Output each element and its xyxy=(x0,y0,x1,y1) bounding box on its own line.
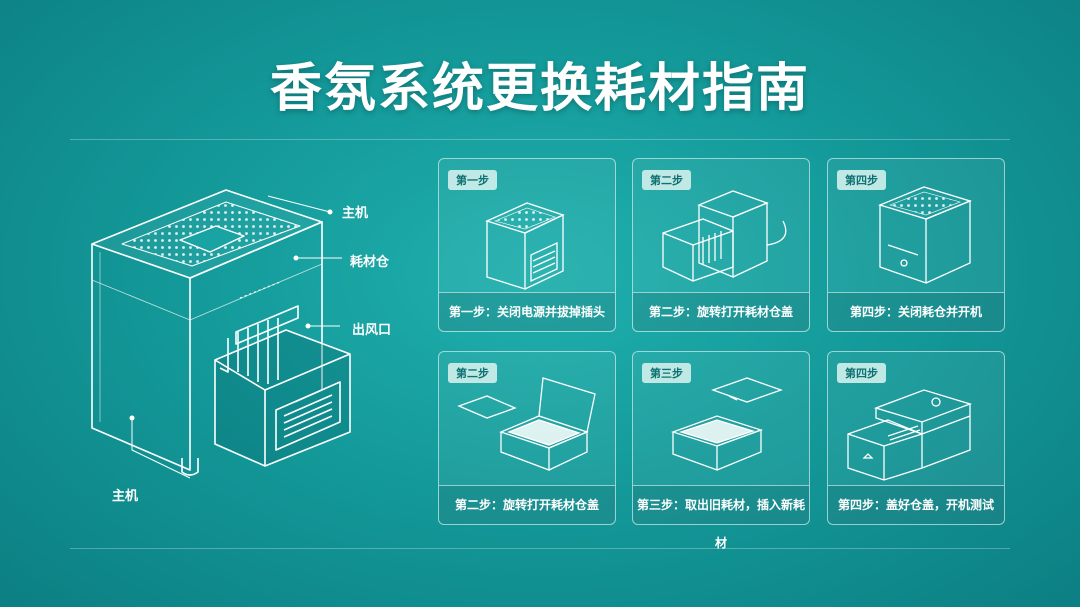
step-caption: 第二步：旋转打开耗材仓盖 xyxy=(439,485,615,524)
step-caption: 第四步：盖好仓盖，开机测试 xyxy=(828,485,1004,524)
device-closed-illustration xyxy=(828,181,1004,293)
label-main-bottom: 主机 xyxy=(112,485,138,504)
step-card: 第二步 第二步：旋转打开耗材仓盖 xyxy=(632,158,810,332)
step-caption: 第四步：关闭耗仓并开机 xyxy=(828,292,1004,331)
step-card: 第二步 第二步：旋转打开耗材仓盖 xyxy=(438,351,616,525)
step-card: 第四步 第四步：盖好仓盖，开机测试 xyxy=(827,351,1005,525)
device-illustration xyxy=(40,160,430,530)
step-card: 第一步 第一步：关闭电源并拔掉插头 xyxy=(438,158,616,332)
divider-top xyxy=(70,139,1010,140)
drawer-open-illustration xyxy=(633,181,809,293)
step-caption: 第一步：关闭电源并拔掉插头 xyxy=(439,292,615,331)
device-closed-illustration xyxy=(439,181,615,293)
cartridge-box-open-illustration xyxy=(439,374,615,486)
step-card: 第四步 第四步：关闭耗仓并开机 xyxy=(827,158,1005,332)
divider-bottom xyxy=(70,548,1010,549)
device-test-illustration xyxy=(828,374,1004,486)
page-title: 香氛系统更换耗材指南 xyxy=(0,46,1080,121)
step-card: 第三步 第三步：取出旧耗材，插入新耗材 xyxy=(632,351,810,525)
step-caption: 第三步：取出旧耗材，插入新耗材 xyxy=(633,485,809,524)
label-cartridge: 耗材仓 xyxy=(350,251,389,270)
label-main-top: 主机 xyxy=(342,202,368,221)
new-cartridge-illustration xyxy=(633,374,809,486)
label-outlet: 出风口 xyxy=(352,319,391,338)
step-caption: 第二步：旋转打开耗材仓盖 xyxy=(633,292,809,331)
